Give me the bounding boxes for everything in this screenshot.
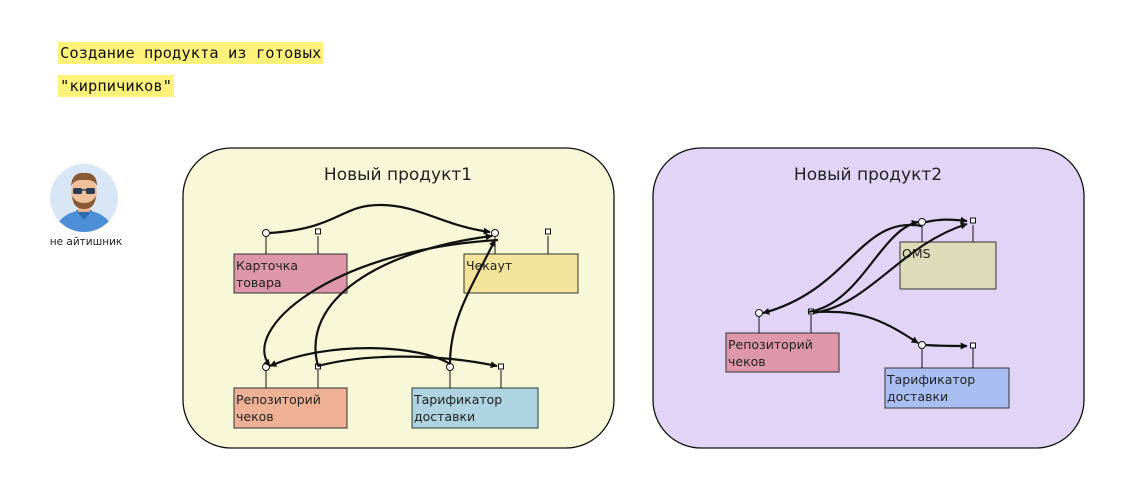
product1-card-label: Карточка товара: [236, 258, 302, 290]
product2-title: Новый продукт2: [794, 165, 942, 185]
person-avatar-icon: [50, 164, 118, 232]
product2-tariff-box[interactable]: [884, 367, 1010, 409]
product1-card-box[interactable]: [233, 253, 348, 294]
product1-interface-ports: [262, 228, 551, 388]
product1-checkout-box[interactable]: [463, 253, 579, 294]
product1-tariff-box[interactable]: [411, 387, 539, 429]
product1-receipts-box[interactable]: [233, 387, 348, 429]
product1-checkout-label: Чекаут: [466, 258, 512, 273]
product1-tariff-label: Тарификатор доставки: [413, 392, 506, 424]
slide-title-line-2: "кирпичиков": [58, 75, 174, 97]
product2-tariff-label: Тарификатор доставки: [886, 372, 979, 404]
persona-caption: не айтишник: [49, 236, 123, 248]
product2-container: [652, 147, 1085, 449]
product1-receipts-label: Репозиторий чеков: [236, 392, 325, 424]
product2-connections: [762, 216, 968, 350]
product2-receipts-box[interactable]: [725, 332, 840, 373]
product1-connections: [263, 203, 499, 369]
slide-title-line-1: Создание продукта из готовых: [58, 42, 324, 64]
product2-interface-ports: [755, 217, 976, 368]
product1-title: Новый продукт1: [324, 165, 472, 185]
product2-oms-label: OMS: [902, 246, 931, 261]
product2-receipts-label: Репозиторий чеков: [728, 337, 817, 369]
product1-container: [182, 147, 615, 449]
